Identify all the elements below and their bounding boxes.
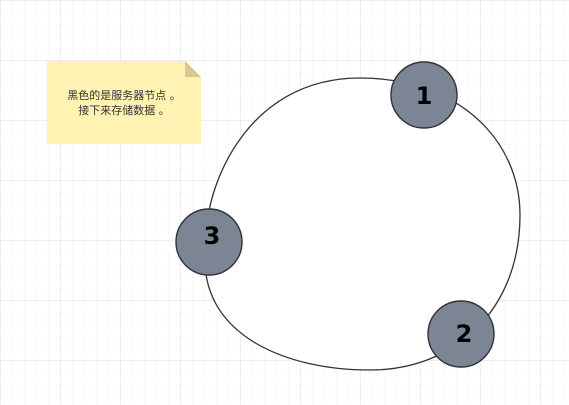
sticky-note[interactable]: 黑色的是服务器节点 。 接下来存储数据 。 [47,61,201,144]
hash-ring[interactable] [203,77,521,371]
server-node-1[interactable]: 1 [390,61,458,129]
node-1-label: 1 [416,82,433,110]
note-text: 黑色的是服务器节点 。 接下来存储数据 。 [47,88,201,118]
note-shape [47,61,201,144]
server-node-2[interactable]: 2 [427,300,495,368]
note-line-1: 黑色的是服务器节点 。 [67,89,181,102]
node-3-label: 3 [204,222,221,250]
server-node-3[interactable]: 3 [175,208,243,276]
note-line-2: 接下来存储数据 。 [78,104,170,117]
node-2-label: 2 [456,320,473,348]
